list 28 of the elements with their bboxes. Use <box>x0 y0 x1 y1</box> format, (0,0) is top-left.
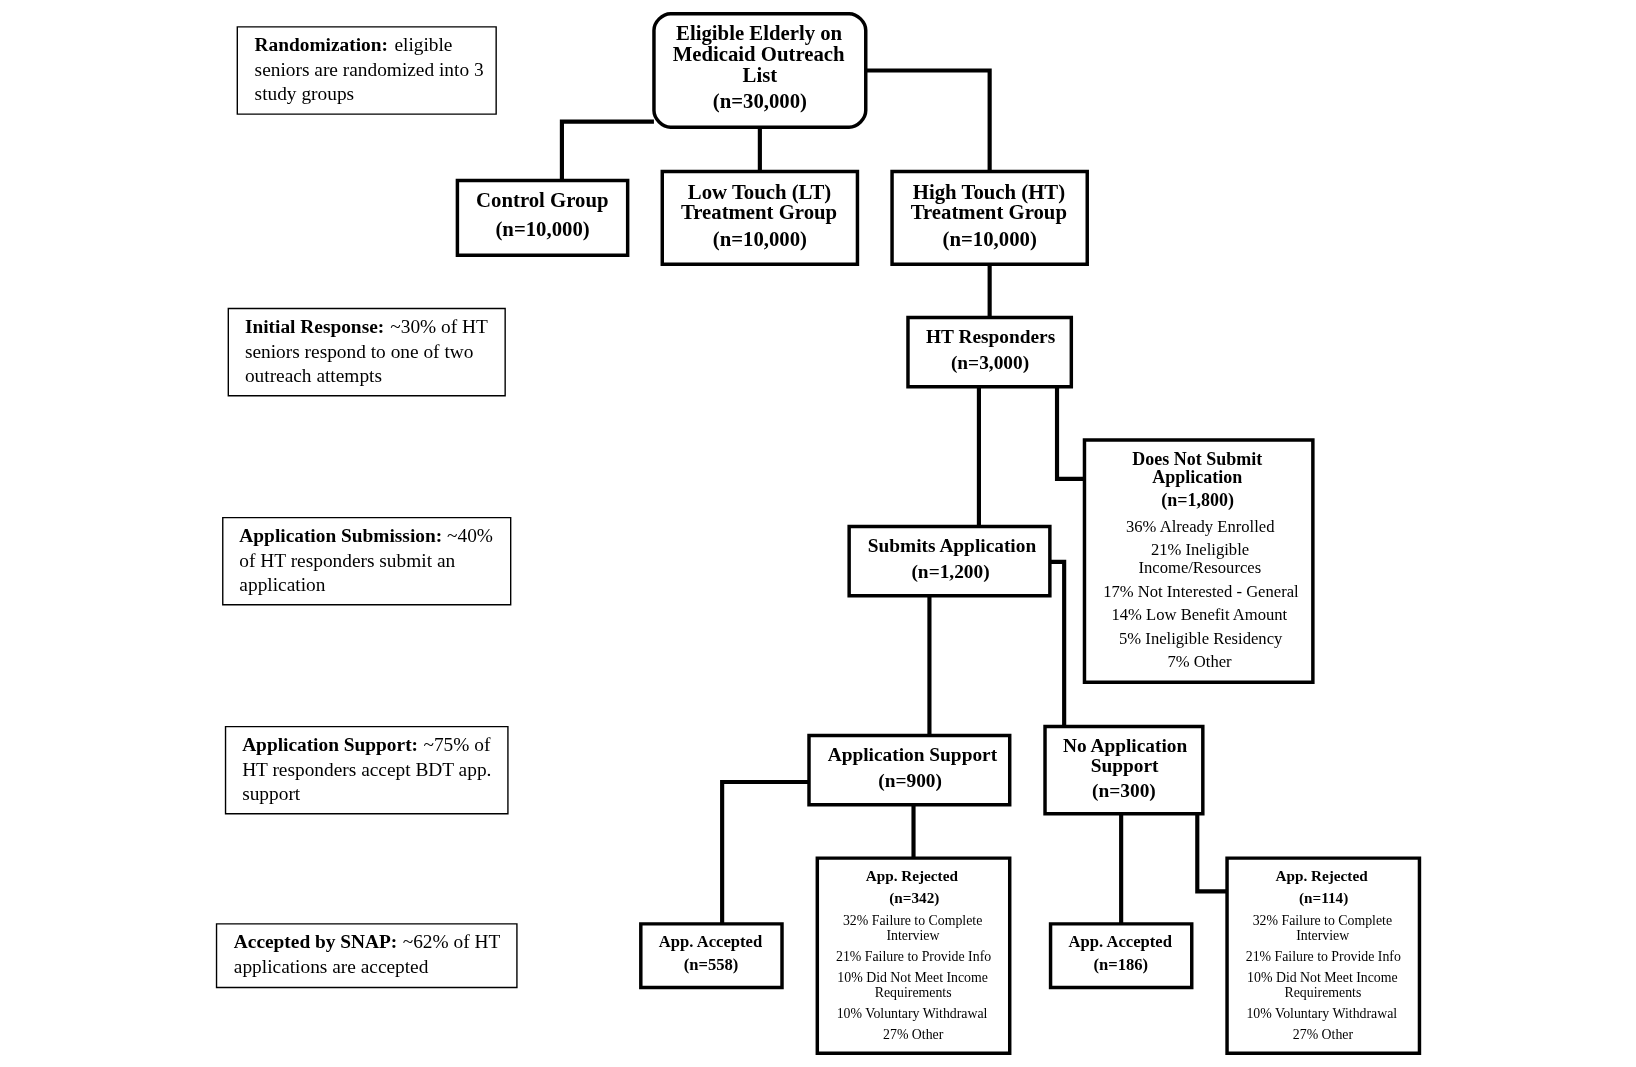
node-box: Control Group (n=10,000) <box>455 178 630 257</box>
connector <box>911 805 916 858</box>
node-box: Accepted by SNAP: ~62% of HT applications are accepted <box>215 923 518 989</box>
connector <box>720 779 809 924</box>
connector <box>1050 559 1067 727</box>
node-box: Application Support (n=900) <box>807 733 1012 807</box>
connector <box>866 68 992 172</box>
connector <box>976 387 981 527</box>
node-box: App. Accepted (n=186) <box>1048 922 1194 990</box>
node-box: Submits Application (n=1,200) <box>847 524 1052 598</box>
node-box: Low Touch (LT) Treatment Group (n=10,000) <box>660 169 860 266</box>
connector <box>757 127 762 172</box>
node-box: App. Rejected (n=342) 32% Failure to Complete Interview 21% Failure to Provide Info 10% Did Not Meet Income Requirements 10% Voluntary Withdrawal 27% Other <box>815 856 1012 1055</box>
node-box: Eligible Elderly on Medicaid Outreach List (n=30,000) <box>652 12 868 129</box>
node-box: No Application Support (n=300) <box>1043 724 1205 816</box>
node-box: HT Responders (n=3,000) <box>906 315 1074 389</box>
node-box: Application Support: ~75% of HT responders accept BDT app. support <box>224 725 509 815</box>
connector <box>1119 814 1124 924</box>
connector <box>927 596 932 736</box>
node-box: Initial Response: ~30% of HT seniors respond to one of two outreach attempts <box>227 307 506 397</box>
connector <box>987 264 992 318</box>
node-box: Application Submission: ~40% of HT responders submit an application <box>222 516 512 606</box>
connector <box>559 119 654 181</box>
node-box: High Touch (HT) Treatment Group (n=10,000) <box>890 169 1089 266</box>
node-box: Randomization: eligible seniors are randomized into 3 study groups <box>236 26 497 115</box>
node-box: Does Not Submit Application (n=1,800) 36% Already Enrolled 21% Ineligible Income/Resources 17% Not Interested - General 14% Low Benefit Amount 5% Ineligible Residency 7% Other <box>1082 438 1315 685</box>
node-box: App. Accepted (n=558) <box>639 922 784 990</box>
node-box: App. Rejected (n=114) 32% Failure to Complete Interview 21% Failure to Provide Info 10% Did Not Meet Income Requirements 10% Voluntary Withdrawal 27% Other <box>1225 856 1422 1055</box>
